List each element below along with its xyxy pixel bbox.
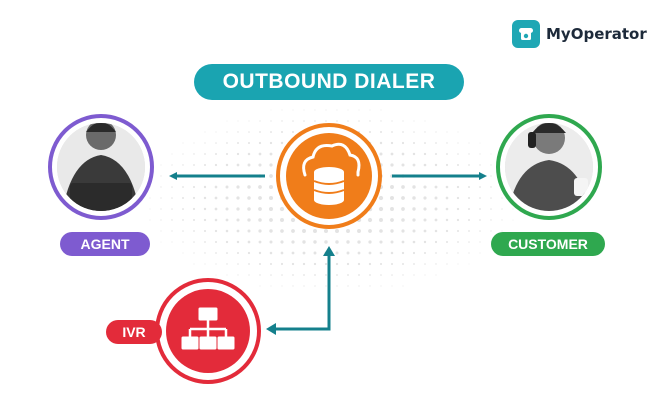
cloud-database-icon: [302, 142, 361, 205]
page-title: OUTBOUND DIALER: [194, 64, 464, 100]
hierarchy-icon: [181, 307, 235, 350]
brand-name: MyOperator: [546, 25, 647, 43]
agent-avatar: [57, 123, 145, 211]
ivr-label: IVR: [106, 320, 162, 344]
customer-node: [496, 114, 602, 220]
customer-label: CUSTOMER: [491, 232, 605, 256]
agent-node: [48, 114, 154, 220]
ivr-to-server-connector: [266, 246, 335, 335]
agent-label: AGENT: [60, 232, 150, 256]
phone-icon: [512, 20, 540, 48]
brand-logo: MyOperator: [512, 20, 647, 48]
customer-avatar: [505, 123, 593, 211]
cloud-server-node: [276, 123, 382, 229]
ivr-node: [155, 278, 261, 384]
